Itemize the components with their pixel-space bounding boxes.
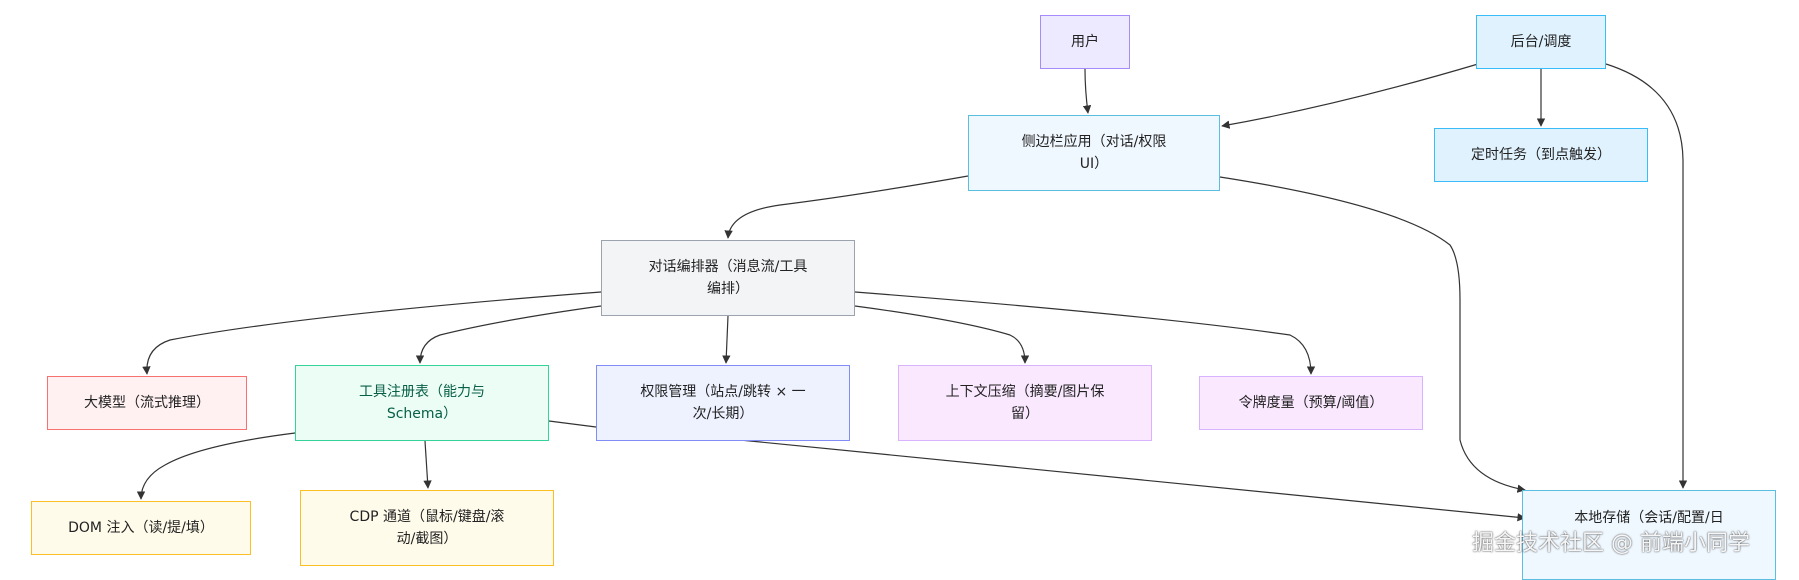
edge-orchestrator-llm — [142, 291, 602, 375]
token-metering-node: 令牌度量（预算/阈值） — [1199, 376, 1423, 430]
conversation-orchestrator-node: 对话编排器（消息流/工具 编排） — [601, 240, 855, 316]
edge-tools-dom — [136, 432, 296, 500]
edge-tools-cdp — [423, 440, 432, 489]
context-compression-node: 上下文压缩（摘要/图片保 留） — [898, 365, 1152, 441]
edge-backend-storage — [1605, 63, 1688, 489]
edge-sidebar-storage — [1219, 176, 1526, 493]
backend-scheduler-node: 后台/调度 — [1476, 15, 1606, 69]
edge-orchestrator-permissions — [722, 315, 731, 364]
dom-injection-node: DOM 注入（读/提/填） — [31, 501, 251, 555]
edge-user-sidebar — [1082, 68, 1092, 114]
edge-orchestrator-tools — [415, 305, 602, 364]
tool-registry-node: 工具注册表（能力与 Schema） — [295, 365, 549, 441]
cdp-channel-node: CDP 通道（鼠标/键盘/滚 动/截图） — [300, 490, 554, 566]
permission-manager-node: 权限管理（站点/跳转 × 一 次/长期） — [596, 365, 850, 441]
user-node: 用户 — [1040, 15, 1130, 69]
watermark: 掘金技术社区 @ 前端小同学 — [1472, 531, 1750, 556]
edge-orchestrator-tokens — [854, 291, 1316, 375]
llm-node: 大模型（流式推理） — [47, 376, 247, 430]
local-storage-node: 本地存储（会话/配置/日 — [1522, 490, 1776, 580]
edge-sidebar-orchestrator — [724, 175, 969, 239]
sidebar-app-node: 侧边栏应用（对话/权限 UI） — [968, 115, 1220, 191]
edge-backend-sidebar — [1221, 63, 1479, 129]
edge-orchestrator-context — [854, 305, 1030, 364]
scheduled-task-node: 定时任务（到点触发） — [1434, 128, 1648, 182]
